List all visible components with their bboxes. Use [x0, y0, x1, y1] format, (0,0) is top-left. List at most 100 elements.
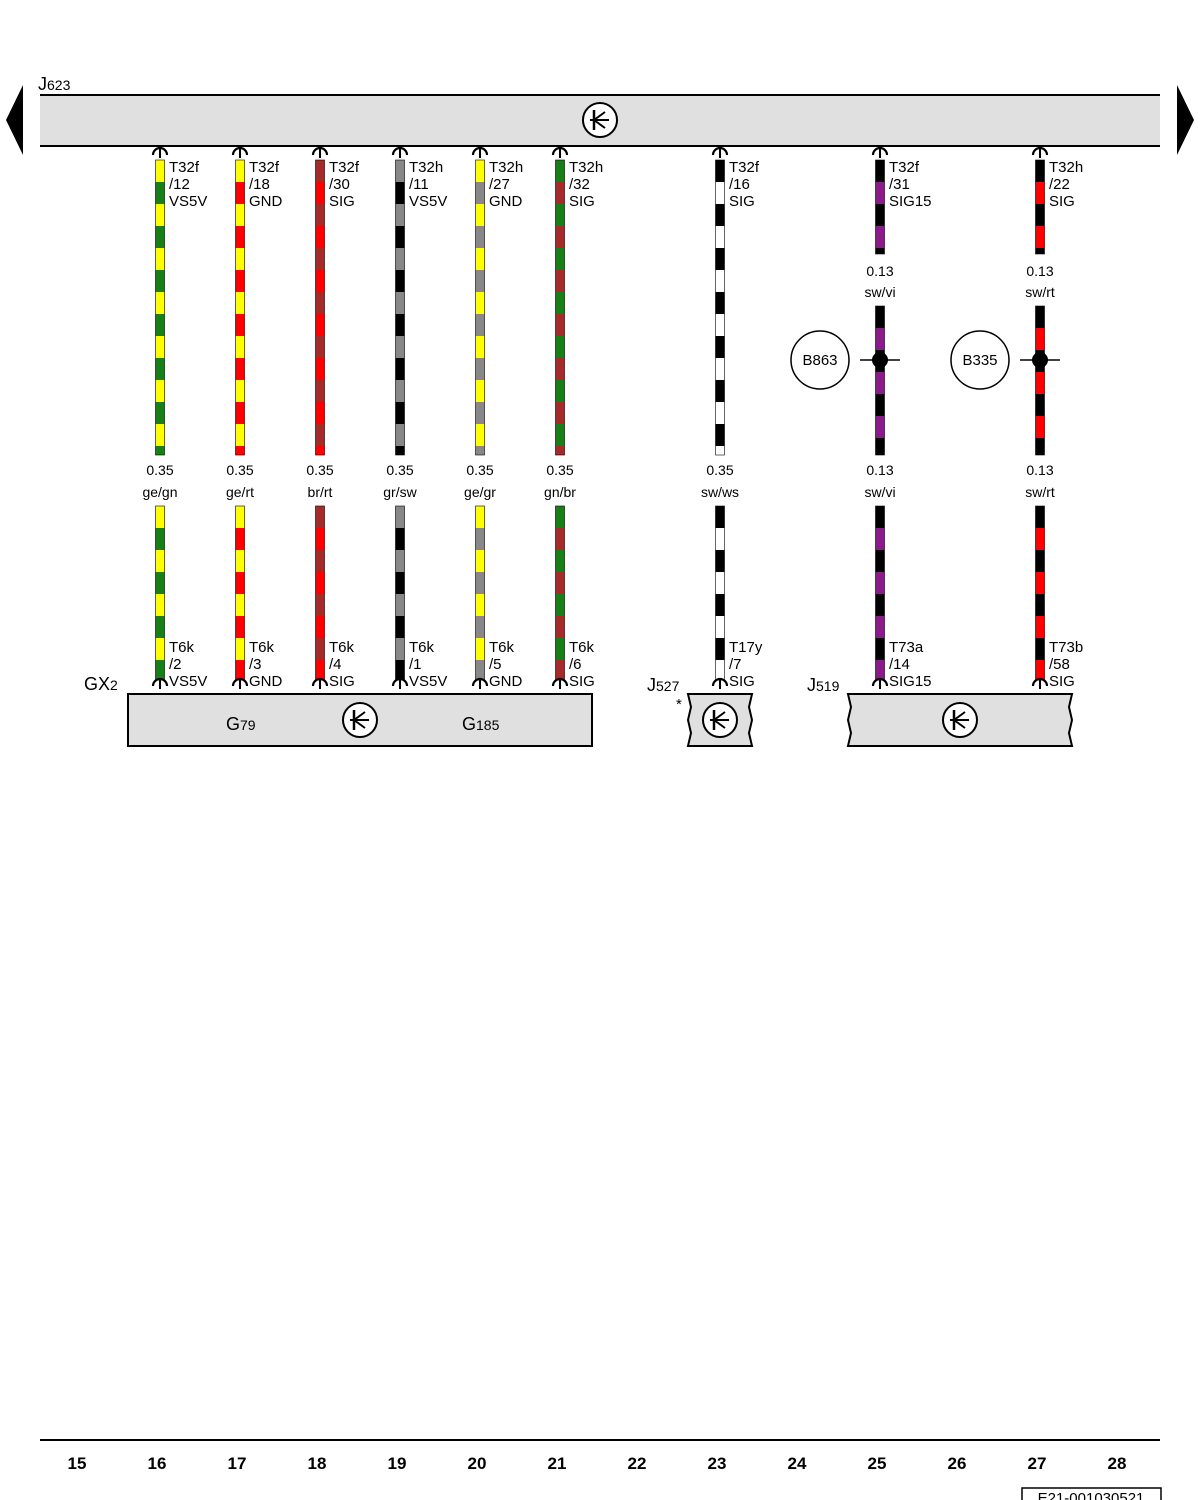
j527-unit-label: J527 [647, 675, 680, 695]
wire-segment-upper-stripe [235, 226, 245, 248]
previous-page-arrow-icon[interactable] [6, 85, 23, 155]
bottom-pin-connector: T6k [329, 639, 355, 656]
wire-segment-lower-stripe [395, 660, 405, 680]
column-number: 25 [868, 1454, 887, 1473]
top-pin-number: /27 [489, 176, 510, 193]
wire-color-code: br/rt [308, 484, 333, 500]
wire-size: 0.35 [386, 462, 413, 478]
bottom-pin-signal: SIG [329, 673, 355, 690]
wire-segment-upper-stripe [555, 226, 565, 248]
wire-segment-upper-stripe [155, 226, 165, 248]
top-pin-signal: SIG [1049, 193, 1075, 210]
wire-segment-upper-stripe [475, 446, 485, 455]
wire-segment-upper-base [395, 160, 405, 455]
wire-segment-upper-stripe [475, 270, 485, 292]
wire-segment-upper-stripe [715, 226, 725, 248]
wire-size: 0.13 [1026, 462, 1053, 478]
bottom-pin-number: /4 [329, 656, 342, 673]
next-page-arrow-icon[interactable] [1177, 85, 1194, 155]
bottom-pin-signal: VS5V [409, 673, 447, 690]
bottom-pin-connector: T6k [169, 639, 195, 656]
wire-segment-lower-stripe [475, 572, 485, 594]
wire-segment-lower-stripe [555, 528, 565, 550]
splice-bubble-b863: B863 [790, 330, 850, 390]
top-pin-number: /32 [569, 176, 590, 193]
g79-label: G79 [226, 714, 256, 734]
wire-segment-upper-stripe [475, 314, 485, 336]
wire-segment-upper-stripe [555, 314, 565, 336]
wire-segment-lower-stripe [395, 616, 405, 638]
wire-segment-lower-stripe [555, 616, 565, 638]
top-pin-connector: T32h [409, 159, 443, 176]
wire-segment-upper-stripe [875, 226, 885, 248]
wire-segment-upper-stripe [395, 182, 405, 204]
wire-segment-upper-stripe [475, 226, 485, 248]
wire-segment-lower-stripe [235, 616, 245, 638]
wire-segment-lower-stripe [155, 528, 165, 550]
wire-segment-upper-stripe [315, 182, 325, 204]
bottom-pin-signal: SIG15 [889, 673, 932, 690]
bottom-pin-connector: T73b [1049, 639, 1083, 656]
gx2-unit-label: GX2 [84, 674, 118, 694]
g185-label: G185 [462, 714, 500, 734]
j527-note-asterisk: * [676, 696, 682, 713]
top-pin-connector: T32h [1049, 159, 1083, 176]
top-pin-number: /11 [409, 176, 429, 193]
wire-segment-lower-stripe [715, 528, 725, 550]
wire-segment-upper-stripe [395, 270, 405, 292]
top-pin-number: /12 [169, 176, 190, 193]
top-pin-number: /18 [249, 176, 270, 193]
bottom-pin-signal: SIG [569, 673, 595, 690]
wire-size: 0.35 [146, 462, 173, 478]
wire-segment-upper-outline [875, 159, 885, 255]
column-number: 20 [468, 1454, 487, 1473]
wire-segment-upper-base [475, 160, 485, 455]
wire-segment-upper-stripe [155, 270, 165, 292]
wire-segment-upper-stripe [715, 270, 725, 292]
wire-color-code: ge/gn [142, 484, 177, 500]
wire-segment-middle-stripe [1035, 372, 1045, 394]
bottom-pin-number: /58 [1049, 656, 1070, 673]
gx2-ecu-icon [342, 702, 378, 738]
wire-segment-middle-stripe [1035, 328, 1045, 350]
top-pin-connector: T32f [889, 159, 920, 176]
splice-bubble-b335: B335 [950, 330, 1010, 390]
wire-segment-lower-stripe [235, 528, 245, 550]
column-number: 22 [628, 1454, 647, 1473]
splice-dot-icon [872, 352, 888, 368]
wire-segment-upper-base [555, 160, 565, 455]
wire-segment-lower-stripe [875, 572, 885, 594]
document-id: E21-001030521 [1038, 1490, 1145, 1500]
wire-segment-upper-stripe [235, 402, 245, 424]
wire-color-code: ge/rt [226, 484, 254, 500]
wire-segment-upper-stripe [315, 314, 325, 336]
wire-segment-lower-stripe [395, 528, 405, 550]
header-unit-ecu-icon [582, 102, 618, 138]
wire-segment-upper-stripe [475, 358, 485, 380]
bottom-pin-number: /7 [729, 656, 742, 673]
svg-text:B335: B335 [962, 352, 997, 369]
top-pin-connector: T32h [569, 159, 603, 176]
top-pin-number: /31 [889, 176, 910, 193]
wire-segment-upper-outline [315, 159, 325, 456]
wire-segment-upper-stripe [875, 182, 885, 204]
bottom-pin-signal: SIG [1049, 673, 1075, 690]
wire-segment-upper-outline [155, 159, 165, 456]
wire-segment-middle-stripe [875, 372, 885, 394]
top-pin-signal: VS5V [409, 193, 447, 210]
top-pin-number: /22 [1049, 176, 1070, 193]
wire-segment-upper-base [235, 160, 245, 455]
wire-segment-upper-outline [555, 159, 565, 456]
wire-color-code: sw/rt [1025, 484, 1055, 500]
wire-color-code-upper: sw/rt [1025, 284, 1055, 300]
bottom-pin-connector: T73a [889, 639, 924, 656]
wire-segment-lower-stripe [555, 660, 565, 680]
wire-segment-upper-stripe [395, 314, 405, 336]
wire-size: 0.35 [466, 462, 493, 478]
wire-segment-upper-stripe [235, 270, 245, 292]
bottom-pin-number: /1 [409, 656, 422, 673]
wire-segment-middle-stripe [875, 328, 885, 350]
top-pin-number: /16 [729, 176, 750, 193]
